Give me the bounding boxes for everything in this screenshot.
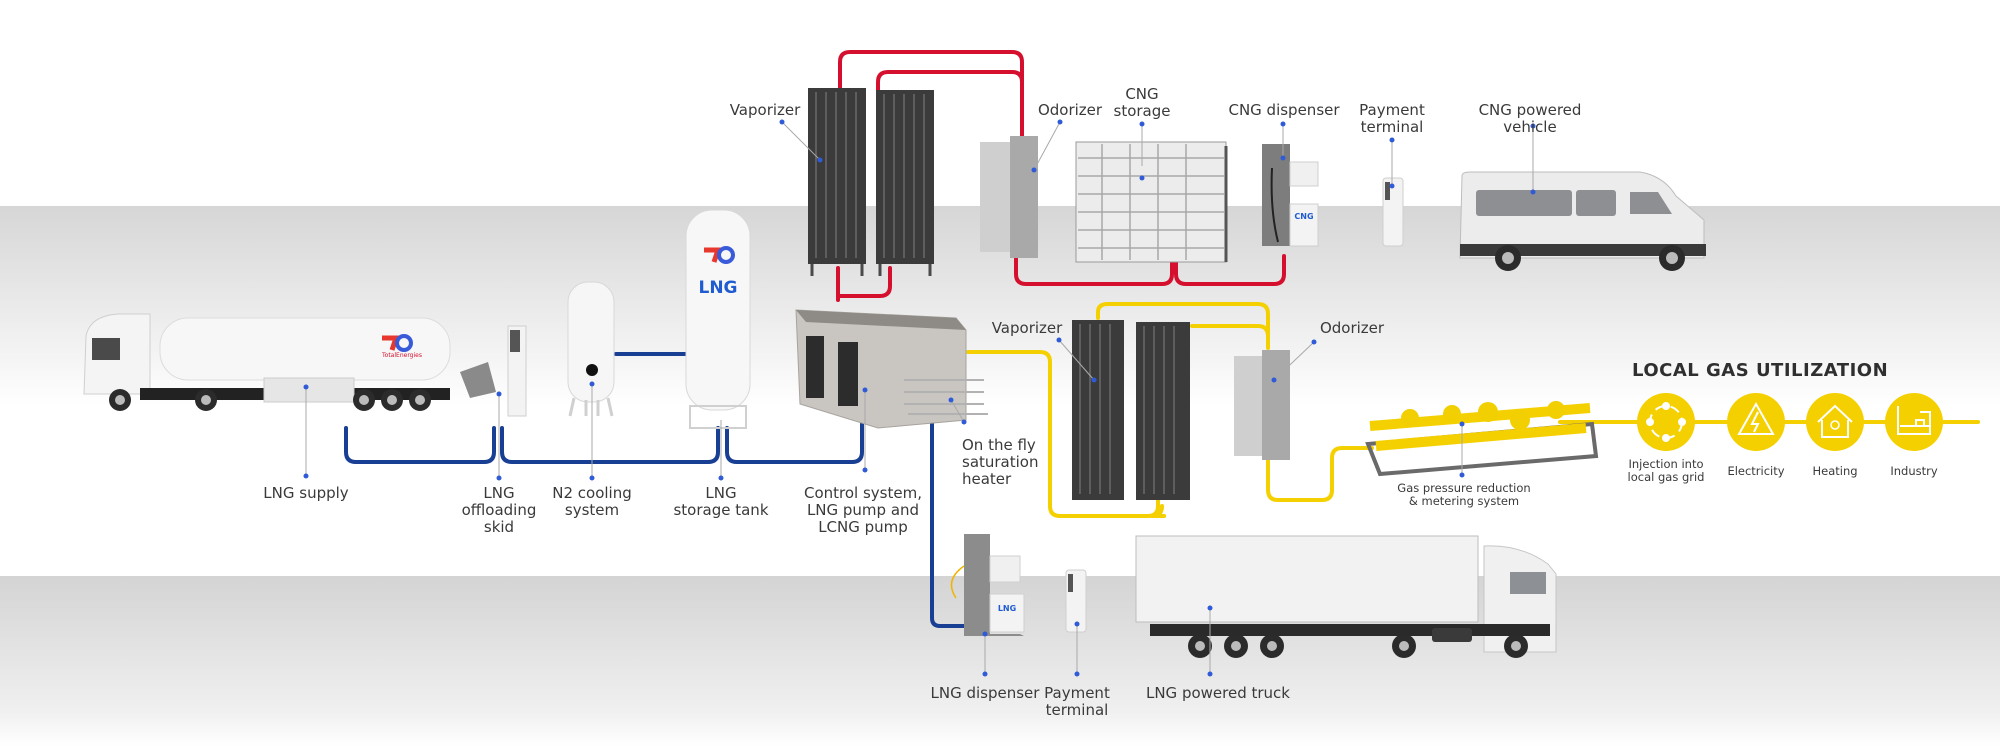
lng-supply-truck xyxy=(83,313,451,411)
pipe-cng-vap-join xyxy=(836,266,892,298)
local-gas-uses xyxy=(1637,393,1943,451)
label-payment-terminal-lng: Payment terminal xyxy=(1044,684,1110,719)
brand-name-text: TotalEnergies xyxy=(382,352,422,359)
pipe-vaporizer-odorizer-a xyxy=(1096,302,1270,350)
label-lng-supply: LNG supply xyxy=(263,484,349,502)
label-gas-pressure-reduction: Gas pressure reduction & metering system xyxy=(1397,481,1531,508)
brand-logo-icon xyxy=(382,334,413,352)
pipe-odorizer-metering xyxy=(1266,446,1374,502)
heating-icon xyxy=(1806,393,1864,451)
label-saturation-heater: On the fly saturation heater xyxy=(962,436,1039,488)
electricity-icon xyxy=(1727,393,1785,451)
label-odorizer-cng: Odorizer xyxy=(1037,101,1103,119)
pipe-cng-top-inner xyxy=(876,70,1024,97)
label-lng-dispenser: LNG dispenser xyxy=(930,684,1040,702)
label-cng-storage: CNG storage xyxy=(1113,85,1171,120)
cng-pipes xyxy=(836,50,1286,302)
label-odorizer-gas: Odorizer xyxy=(1319,319,1385,337)
leader-lines xyxy=(305,121,1534,674)
gas-pressure-reduction-skid xyxy=(1365,401,1599,477)
label-payment-terminal-cng: Payment terminal xyxy=(1359,101,1425,136)
tank-lng-badge: LNG xyxy=(698,278,738,298)
gas-grid-icon xyxy=(1637,393,1695,451)
pipe-supply-skid xyxy=(344,426,496,464)
local-gas-utilization-title: LOCAL GAS UTILIZATION xyxy=(1632,360,1889,381)
gas-odorizer xyxy=(1234,350,1290,460)
cng-payment-terminal xyxy=(1382,177,1404,247)
label-use-electricity: Electricity xyxy=(1727,464,1785,478)
pipe-cng-storage-a xyxy=(1014,256,1174,286)
lng-offloading-skid xyxy=(460,325,527,417)
lng-dispenser-badge: LNG xyxy=(997,604,1017,613)
cng-dispenser-badge: CNG xyxy=(1294,212,1314,221)
pipe-skid-tank xyxy=(500,426,720,464)
label-use-industry: Industry xyxy=(1890,464,1938,478)
pipe-cng-top-outer xyxy=(838,50,1024,152)
lng-pipes xyxy=(344,352,970,628)
lng-payment-terminal xyxy=(1065,569,1087,633)
lng-storage-tank xyxy=(685,209,751,429)
cng-vaporizers xyxy=(808,88,934,276)
label-lng-powered-truck: LNG powered truck xyxy=(1145,684,1290,702)
n2-cooling-tank xyxy=(567,281,615,417)
label-vaporizer-gas: Vaporizer xyxy=(991,319,1063,337)
pipe-cng-storage-b xyxy=(1174,254,1286,286)
control-system-building xyxy=(795,309,988,429)
label-use-heating: Heating xyxy=(1812,464,1858,478)
cng-odorizer xyxy=(980,136,1038,258)
label-use-gas-grid: Injection into local gas grid xyxy=(1627,457,1705,484)
label-cng-dispenser: CNG dispenser xyxy=(1228,101,1340,119)
industry-icon xyxy=(1885,393,1943,451)
leader-markers xyxy=(303,119,1536,677)
brand-logo-icon xyxy=(704,246,735,264)
gas-vaporizers xyxy=(1072,320,1190,500)
label-control-system: Control system, LNG pump and LCNG pump xyxy=(804,484,922,536)
cng-dispenser xyxy=(1262,144,1319,247)
label-vaporizer-cng: Vaporizer xyxy=(729,101,801,119)
label-cng-powered-vehicle: CNG powered vehicle xyxy=(1478,101,1582,136)
lng-truck xyxy=(1135,535,1557,658)
label-n2-cooling-system: N2 cooling system xyxy=(552,484,632,519)
cng-storage xyxy=(1075,141,1228,263)
pipe-tank-pump xyxy=(725,422,864,464)
pipe-vaporizer-odorizer-b xyxy=(1190,324,1270,338)
lng-dispenser xyxy=(950,534,1025,636)
pipe-heater-vaporizer xyxy=(966,350,1160,518)
label-lng-storage-tank: LNG storage tank xyxy=(673,484,769,519)
pipe-pump-dispenser xyxy=(930,418,970,628)
cng-van xyxy=(1459,171,1706,271)
label-lng-offloading-skid: LNG offloading skid xyxy=(461,484,537,536)
